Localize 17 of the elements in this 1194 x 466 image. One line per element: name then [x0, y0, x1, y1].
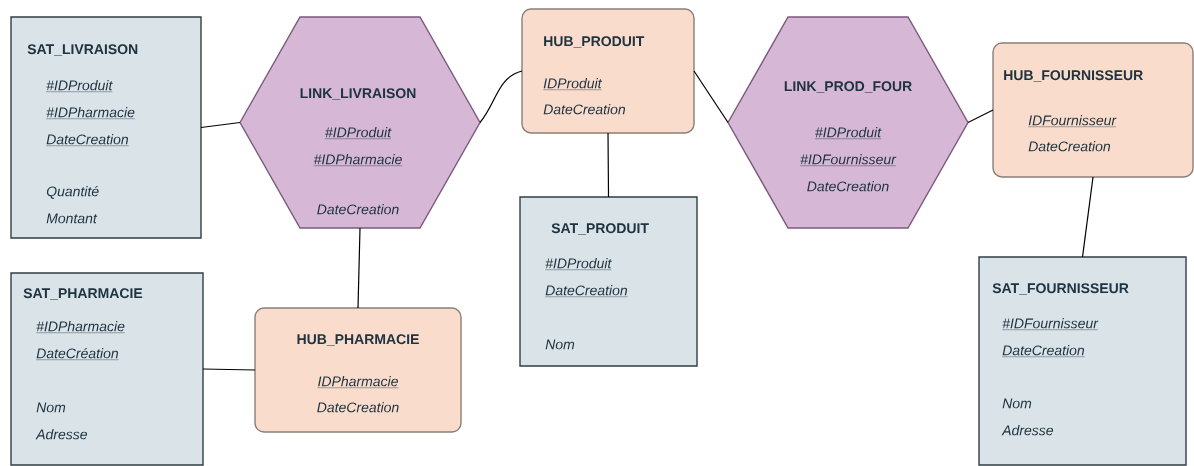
connector-line [1081, 176, 1094, 258]
connector-line [479, 70, 523, 124]
satellite-table: SAT_LIVRAISON #IDProduit #IDPharmacie DateCreation Quantité Montant [10, 16, 202, 239]
connector-line [202, 368, 256, 371]
satellite-table: SAT_FOURNISSEUR #IDFournisseur DateCreation Nom Adresse [978, 256, 1187, 466]
satellite-table: SAT_PHARMACIE #IDPharmacie DateCréation Nom Adresse [10, 272, 204, 466]
connector-line [967, 109, 994, 124]
hub-box: HUB_FOURNISSEUR IDFournisseur DateCreation [992, 42, 1194, 178]
hub-box: HUB_PRODUIT IDProduit DateCreation [521, 8, 695, 134]
hub-box: HUB_PHARMACIE IDPharmacie DateCreation [254, 307, 462, 433]
connector-line [357, 227, 361, 309]
connector-line [200, 121, 241, 129]
link-hexagon: LINK_LIVRAISON #IDProduit #IDPharmacie DateCreation [239, 16, 481, 229]
connector-line [607, 132, 610, 198]
satellite-table: SAT_PRODUIT #IDProduit DateCreation Nom [519, 196, 698, 367]
connector-line [693, 70, 729, 124]
link-hexagon: LINK_PROD_FOUR #IDProduit #IDFournisseur DateCreation [727, 16, 969, 229]
